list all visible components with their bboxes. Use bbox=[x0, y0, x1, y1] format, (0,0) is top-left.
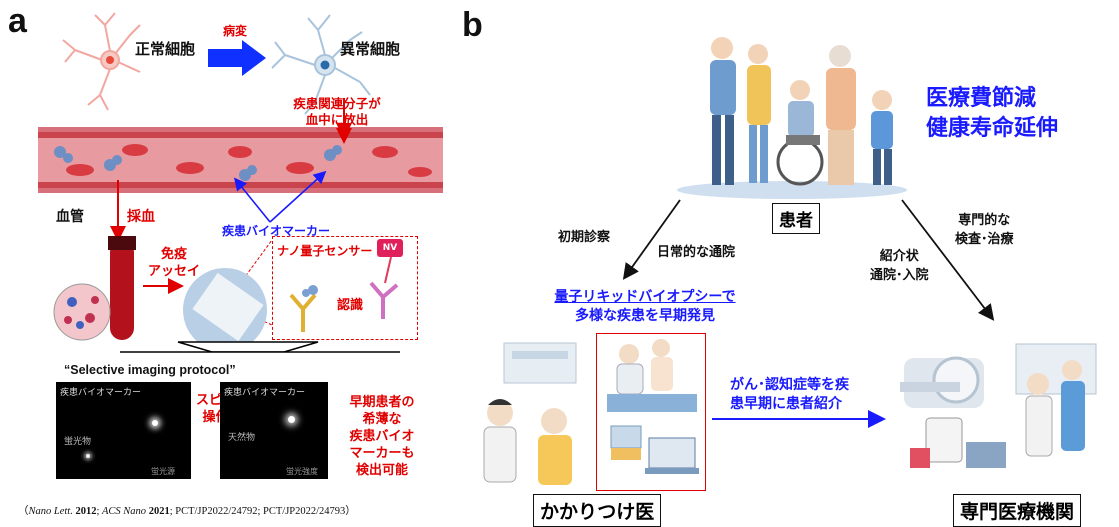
panel-b-letter: b bbox=[462, 6, 483, 44]
lesion-arrow-icon bbox=[208, 40, 266, 76]
release-line1: 疾患関連分子が bbox=[293, 96, 381, 111]
cancer-line2: 患早期に患者紹介 bbox=[730, 396, 842, 412]
fluorescent-spot bbox=[152, 420, 158, 426]
quantum-biopsy-lab-box bbox=[596, 333, 706, 491]
citation-journal: Nano Lett. bbox=[28, 506, 73, 517]
detect-text: 早期患者の 希薄な 疾患バイオ マーカーも 検出可能 bbox=[336, 394, 428, 479]
lab-illustration bbox=[607, 339, 699, 474]
immuno-line1: 免疫 bbox=[161, 247, 188, 262]
fluorescent-spot bbox=[288, 416, 295, 423]
referral-text: 紹介状 通院･入院 bbox=[870, 247, 929, 285]
assay-chip-icon bbox=[183, 268, 267, 352]
protocol-title: “Selective imaging protocol” bbox=[64, 363, 236, 377]
biopsy-text: 量子リキッドバイオプシーで 多様な疾患を早期発見 bbox=[525, 288, 765, 326]
arrow-to-family-doctor bbox=[622, 199, 681, 280]
nano-sensor-label: ナノ量子センサー bbox=[277, 244, 373, 258]
micro-right-corner: 蛍光強度 bbox=[286, 467, 318, 476]
citation-open: （ bbox=[18, 506, 29, 517]
specialist-line1: 専門的な bbox=[958, 213, 1011, 228]
abnormal-neuron-icon bbox=[271, 14, 371, 115]
blood-tube-icon bbox=[108, 236, 136, 340]
panel-a-letter: a bbox=[8, 2, 27, 40]
specialist-text: 専門的な 検査･治療 bbox=[955, 211, 1014, 249]
nurse-icon bbox=[538, 408, 572, 485]
daily-visit-label: 日常的な通院 bbox=[657, 245, 736, 260]
micro-right-label: 疾患バイオマーカー bbox=[224, 388, 306, 398]
blood-vessel-label: 血管 bbox=[56, 209, 84, 225]
abnormal-cell-label: 異常細胞 bbox=[340, 40, 401, 58]
goal-text: 医療費節減 健康寿命延伸 bbox=[926, 84, 1058, 144]
normal-cell-label: 正常細胞 bbox=[135, 40, 196, 58]
micro-left-label: 疾患バイオマーカー bbox=[60, 388, 142, 398]
immuno-line2: アッセイ bbox=[148, 264, 201, 279]
child-icon bbox=[871, 90, 893, 185]
micro-right-sub: 天然物 bbox=[228, 433, 256, 443]
goal-line1: 医療費節減 bbox=[926, 86, 1037, 111]
detect-line: 早期患者の bbox=[349, 395, 415, 410]
wheelchair-person-icon bbox=[776, 80, 824, 186]
biopsy-line1: 量子リキッドバイオプシーで bbox=[554, 289, 736, 305]
specialist-hospital-illustration bbox=[900, 343, 1097, 468]
doctor-icon bbox=[483, 399, 517, 483]
person-icon bbox=[747, 44, 771, 183]
specialist-line2: 検査･治療 bbox=[955, 232, 1014, 247]
recognition-label: 認識 bbox=[337, 298, 364, 313]
blood-vessel-diagram bbox=[38, 98, 443, 358]
nurse-icon bbox=[1061, 360, 1085, 451]
detect-line: マーカーも bbox=[349, 446, 415, 461]
person-icon bbox=[826, 45, 856, 185]
initial-exam-label: 初期診察 bbox=[558, 230, 611, 245]
cancer-line1: がん･認知症等を疾 bbox=[730, 377, 849, 393]
red-blood-cells bbox=[66, 144, 432, 177]
micro-image-left: 疾患バイオマーカー 蛍光物 蛍光源 bbox=[56, 382, 191, 479]
family-doctor-illustration bbox=[483, 342, 577, 485]
medical-equipment-icon bbox=[910, 417, 1006, 468]
detect-line: 希薄な bbox=[362, 412, 402, 427]
referral-line2: 通院･入院 bbox=[870, 268, 929, 283]
citation-year: 2012 bbox=[72, 506, 97, 517]
specialized-institution-label: 専門医療機関 bbox=[953, 494, 1082, 527]
arrow-to-specialist bbox=[901, 199, 995, 321]
biopsy-line2: 多様な疾患を早期発見 bbox=[575, 308, 715, 324]
nano-sensor-box: ナノ量子センサー NV 認識 bbox=[272, 236, 418, 340]
micro-image-right: 疾患バイオマーカー 天然物 蛍光強度 bbox=[220, 382, 328, 479]
immuno-assay-text: 免疫 アッセイ bbox=[148, 246, 200, 280]
biomarker-label: 疾患バイオマーカー bbox=[222, 224, 331, 238]
family-doctor-label: かかりつけ医 bbox=[533, 494, 662, 527]
detect-line: 疾患バイオ bbox=[349, 429, 415, 444]
citation: （Nano Lett. 2012; ACS Nano 2021; PCT/JP2… bbox=[18, 503, 356, 518]
detect-line: 検出可能 bbox=[355, 463, 408, 478]
patient-label: 患者 bbox=[772, 203, 820, 234]
nv-badge: NV bbox=[377, 239, 403, 257]
person-icon bbox=[710, 37, 736, 185]
citation-separator: ; bbox=[96, 506, 103, 517]
patients-family-illustration bbox=[677, 37, 907, 199]
release-text: 疾患関連分子が 血中に放出 bbox=[282, 96, 392, 128]
doctor-icon bbox=[1025, 373, 1053, 457]
micro-left-corner: 蛍光源 bbox=[151, 467, 175, 476]
antibody-icon bbox=[289, 257, 399, 332]
referral-line1: 紹介状 bbox=[879, 249, 919, 264]
citation-year: 2021 bbox=[146, 506, 170, 517]
citation-journal: ACS Nano bbox=[102, 506, 147, 517]
cancer-referral-text: がん･認知症等を疾 患早期に患者紹介 bbox=[730, 376, 849, 414]
ct-scanner-icon bbox=[900, 356, 984, 408]
blood-zoom-icon bbox=[53, 283, 111, 341]
blood-sampling-label: 採血 bbox=[127, 209, 155, 225]
citation-rest: ; PCT/JP2022/24792; PCT/JP2022/24793） bbox=[169, 506, 356, 517]
goal-line2: 健康寿命延伸 bbox=[926, 116, 1059, 141]
lesion-label: 病変 bbox=[223, 24, 248, 38]
micro-left-sub: 蛍光物 bbox=[64, 437, 92, 447]
release-line2: 血中に放出 bbox=[305, 112, 369, 127]
fluorescent-spot bbox=[86, 454, 90, 458]
neuron-illustration bbox=[62, 12, 371, 115]
biomarker-molecules bbox=[54, 145, 342, 181]
